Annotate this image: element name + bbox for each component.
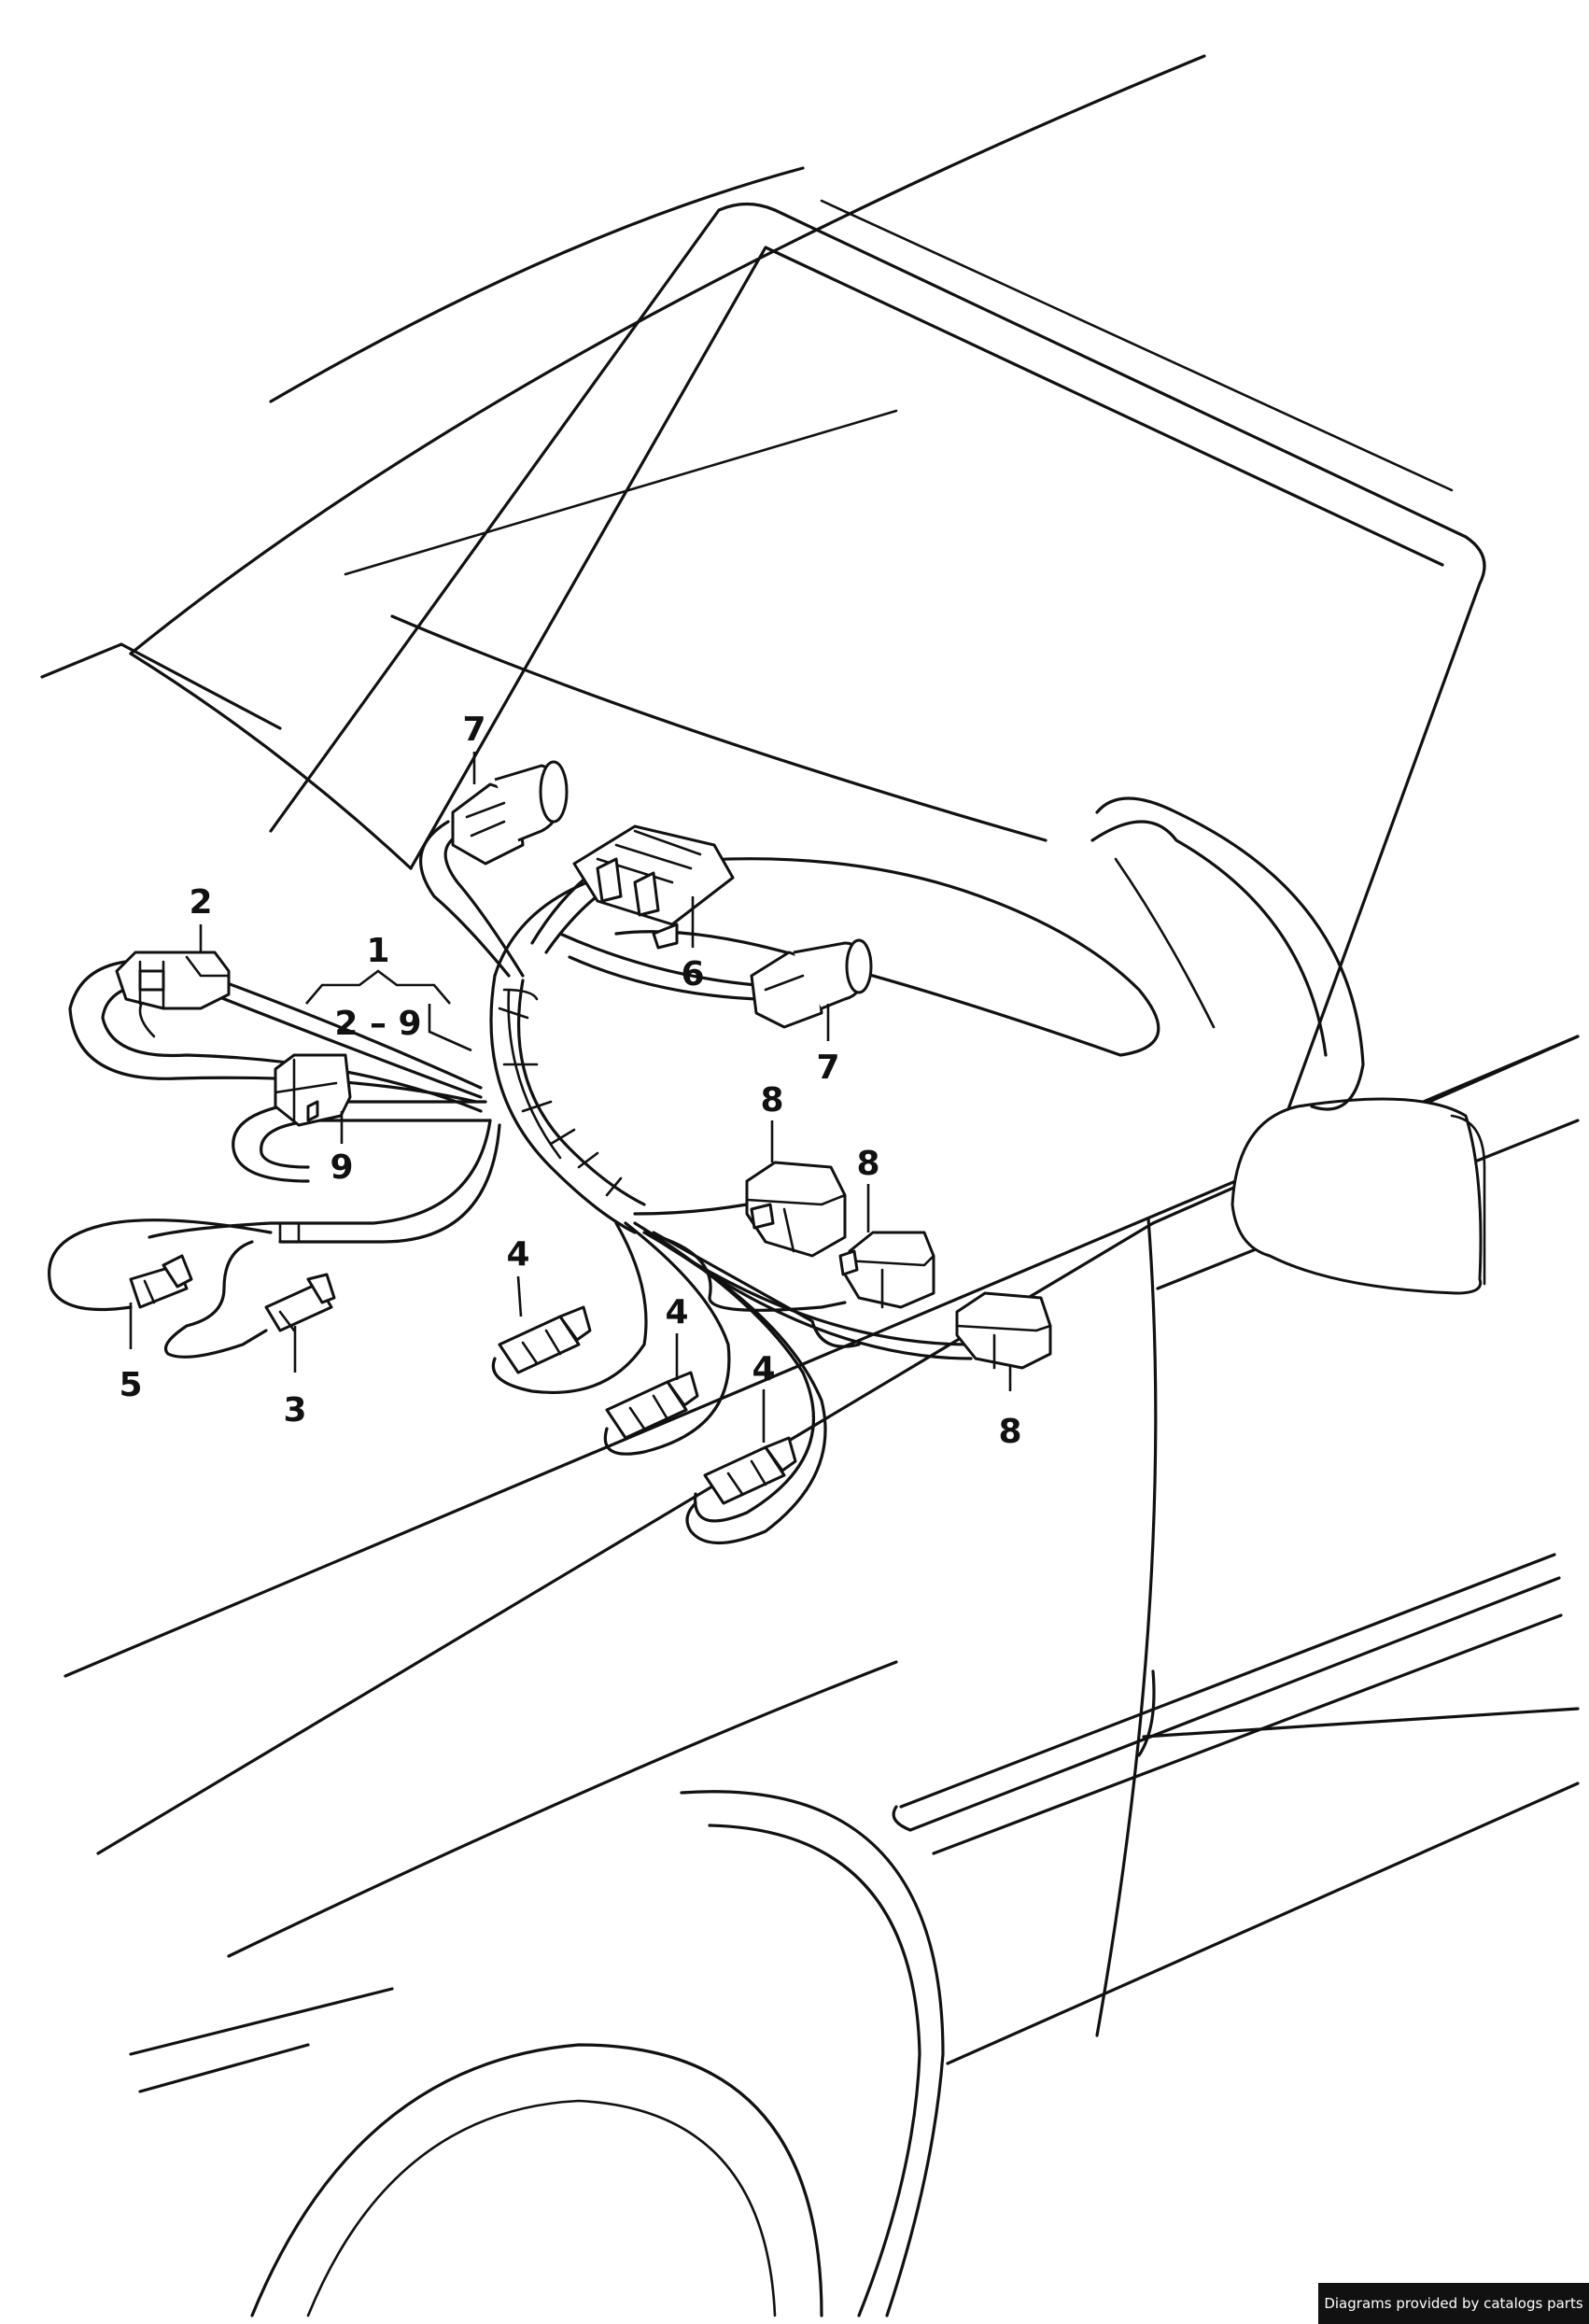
connector-2 [115,951,231,1010]
callout-2-9: 2 – 9 [334,1005,421,1043]
wiring-harness [48,820,1160,1545]
connector-6 [572,824,735,950]
callout-7-right: 7 [816,1049,839,1087]
callout-3: 3 [283,1391,306,1430]
callouts: 7 2 1 2 – 9 6 7 9 8 8 8 4 4 [119,711,1021,1451]
connector-8-middle [838,1231,935,1309]
callout-8-lower: 8 [998,1413,1021,1451]
callout-4-a: 4 [506,1235,529,1274]
connector-5 [129,1254,193,1309]
connector-7-upper [451,760,569,866]
callout-5: 5 [119,1366,142,1404]
connector-4-b [605,1371,699,1440]
connector-3 [264,1273,336,1332]
callout-6: 6 [681,955,704,993]
callout-2: 2 [189,883,212,922]
callout-1: 1 [366,932,389,970]
connector-9 [274,1053,352,1127]
connector-8-lower [955,1291,1052,1370]
callout-7-upper: 7 [462,711,485,749]
connector-8-upper [745,1161,847,1258]
connector-7-right [750,938,873,1029]
callout-4-b: 4 [665,1293,688,1331]
diagram-credit-banner: Diagrams provided by catalogs parts [1318,2283,1589,2324]
callout-9: 9 [330,1148,353,1187]
callout-8-upper: 8 [760,1081,783,1120]
connector-4-c [703,1436,797,1505]
car-body-outline [40,54,1580,2317]
callout-8-middle: 8 [856,1145,879,1183]
connector-4-a [498,1305,592,1374]
callout-4-c: 4 [752,1350,775,1388]
